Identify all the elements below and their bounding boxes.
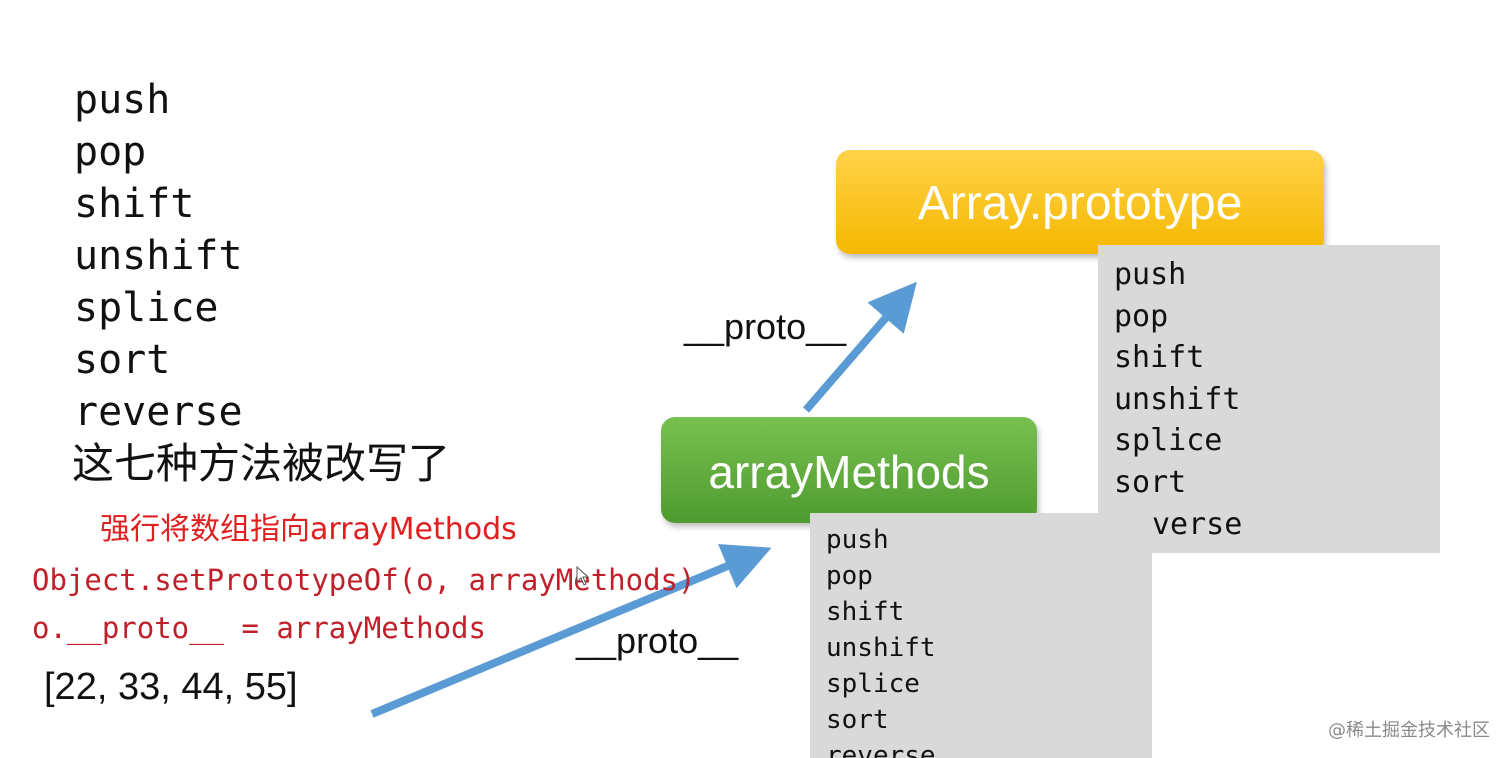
- proto-edge-label-lower: __proto__: [576, 620, 739, 661]
- arrow-arraymethods-to-prototype: [802, 281, 917, 413]
- code-line-setprototypeof: Object.setPrototypeOf(o, arrayMethods): [32, 563, 696, 597]
- proto-edge-label-upper: __proto__: [684, 306, 847, 347]
- list-item: reverse: [74, 389, 243, 435]
- watermark: @稀土掘金技术社区: [1328, 720, 1490, 741]
- list-item: unshift: [74, 233, 243, 279]
- list-item: shift: [74, 181, 195, 227]
- array-literal: [22, 33, 44, 55]: [44, 666, 298, 708]
- panel-item: sort: [826, 705, 889, 735]
- arrow-array-to-arraymethods: [370, 543, 772, 718]
- list-item: pop: [74, 129, 147, 175]
- force-prototype-note: 强行将数组指向arrayMethods: [100, 512, 517, 547]
- panel-item: shift: [826, 597, 905, 627]
- mouse-cursor-icon: [576, 566, 590, 586]
- array-prototype-methods-panel: push pop shift unshift splice sort verse: [1098, 245, 1440, 553]
- arraymethods-box: arrayMethods: [661, 417, 1037, 523]
- panel-item: sort: [1114, 465, 1187, 500]
- panel-item: splice: [1114, 423, 1223, 458]
- list-item: splice: [74, 285, 219, 331]
- code-line-proto-assign: o.__proto__ = arrayMethods: [32, 611, 486, 645]
- panel-item: pop: [826, 561, 873, 591]
- array-prototype-box: Array.prototype: [836, 150, 1324, 254]
- panel-item: unshift: [1114, 382, 1241, 417]
- overridden-methods-list: push pop shift unshift splice sort rever…: [74, 74, 243, 438]
- panel-item: push: [1114, 257, 1187, 292]
- panel-item: pop: [1114, 299, 1169, 334]
- arraymethods-label: arrayMethods: [708, 446, 990, 498]
- overridden-caption: 这七种方法被改写了: [72, 439, 451, 488]
- panel-item: reverse: [826, 741, 936, 758]
- list-item: sort: [74, 337, 171, 383]
- panel-item: push: [826, 525, 889, 555]
- panel-item: splice: [826, 669, 920, 699]
- list-item: push: [74, 77, 171, 123]
- panel-item: shift: [1114, 340, 1205, 375]
- panel-item: unshift: [826, 633, 936, 663]
- arraymethods-methods-panel: push pop shift unshift splice sort rever…: [810, 513, 1152, 758]
- array-prototype-label: Array.prototype: [917, 177, 1243, 230]
- panel-item: verse: [1152, 507, 1243, 542]
